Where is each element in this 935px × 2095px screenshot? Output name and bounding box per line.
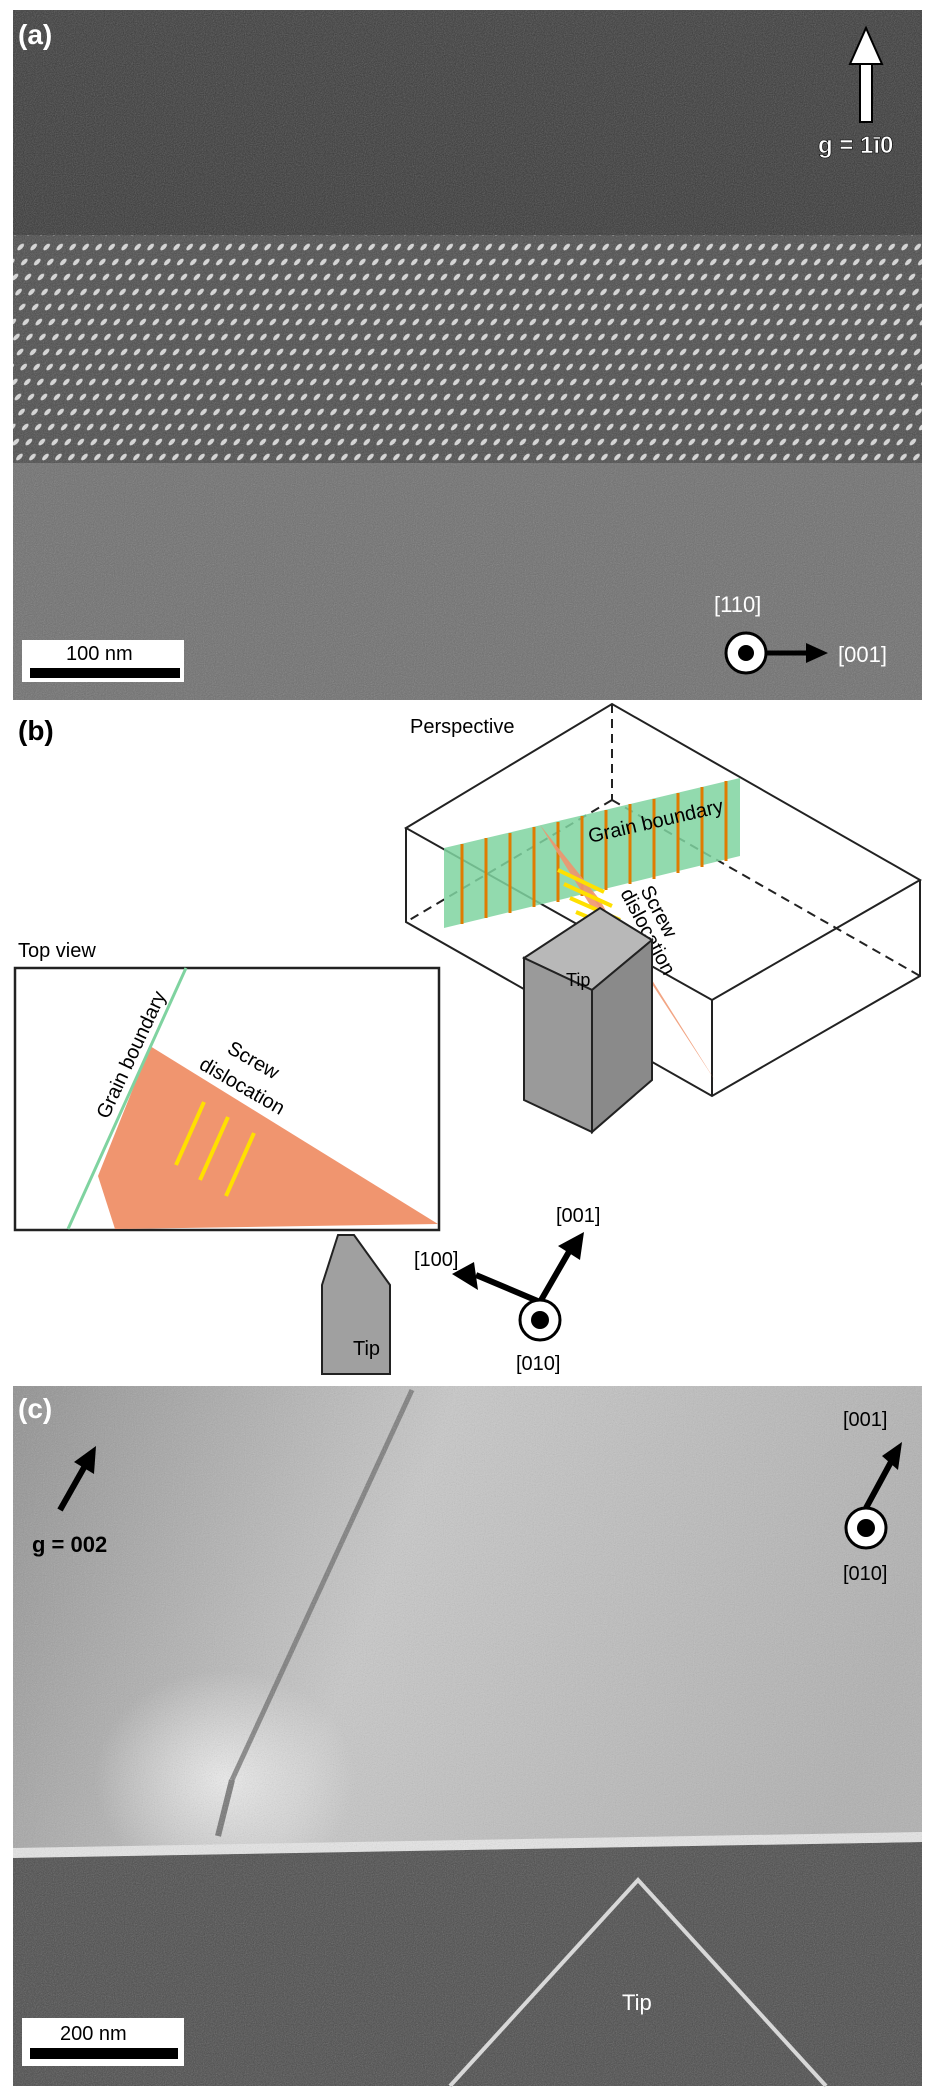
panel-a-noise [13, 10, 922, 700]
screw-plane-top [98, 1046, 438, 1229]
panel-c-scale-bar-label: 200 nm [60, 2023, 127, 2045]
panel-c-direction-up: [001] [843, 1409, 887, 1431]
axis-001-label: [001] [556, 1205, 600, 1227]
grain-boundary-plane [444, 778, 740, 928]
grain-boundary-line-top [66, 967, 188, 1230]
panel-a-g-vector: g = 1ī0 [818, 132, 893, 159]
panel-c-label: (c) [18, 1393, 52, 1424]
axis-symbol-c-icon [844, 1442, 902, 1550]
tip-outline-c [448, 1877, 828, 2088]
panel-c-direction-out: [010] [843, 1563, 887, 1585]
panel-a-scale-bar-label: 100 nm [66, 643, 133, 665]
tip-label-perspective: Tip [566, 970, 590, 990]
panel-b: (b) Perspective [13, 702, 923, 1375]
panel-b-label: (b) [18, 715, 54, 746]
panel-a: (a) g = 1ī0 [110] [001] 100 nm [13, 10, 922, 700]
perspective-title: Perspective [410, 716, 515, 738]
panel-c: (c) g = 002 [001] [010] Tip 200 nm [13, 1386, 922, 2088]
panel-a-direction-right: [001] [838, 642, 887, 667]
screw-dislocation-lines-top [174, 1101, 256, 1197]
panel-c-g-vector: g = 002 [32, 1532, 107, 1557]
top-view-box: Grain boundary Screw dislocation [13, 966, 441, 1232]
tip-perspective-icon [521, 906, 654, 1135]
axis-100-label: [100] [414, 1249, 458, 1271]
g-vector-c-arrow-icon [57, 1446, 96, 1512]
panel-a-label: (a) [18, 19, 52, 50]
tip-label-top: Tip [353, 1338, 380, 1360]
zone-axis-dot-icon [724, 631, 828, 675]
axis-symbol-b-icon [452, 1232, 584, 1342]
tip-top-view-icon [321, 1234, 391, 1375]
top-view-title: Top view [18, 940, 96, 962]
panel-c-noise [13, 1386, 922, 2086]
g-vector-arrow-icon [848, 25, 884, 123]
panel-c-scale-bar: 200 nm [22, 2018, 184, 2066]
panel-a-direction-up: [110] [714, 592, 761, 617]
panel-a-scale-bar: 100 nm [22, 640, 184, 682]
tip-label-c: Tip [622, 1990, 652, 2015]
axis-010-label: [010] [516, 1353, 560, 1375]
